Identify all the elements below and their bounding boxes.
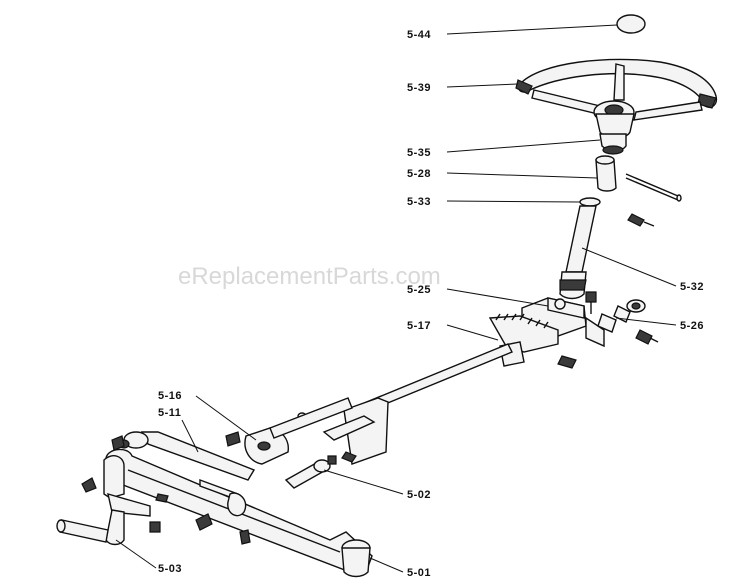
callout-5-33: 5-33	[407, 196, 581, 208]
callout-label: 5-17	[407, 320, 431, 332]
callout-5-16: 5-16	[158, 390, 257, 441]
bracket-hardware-part	[597, 299, 659, 345]
cap-part	[616, 14, 646, 34]
callout-label: 5-01	[407, 567, 431, 579]
callout-5-26: 5-26	[615, 317, 704, 332]
callout-label: 5-35	[407, 147, 431, 159]
steering-wheel-part	[515, 58, 718, 139]
callout-label: 5-33	[407, 196, 431, 208]
callout-label: 5-28	[407, 168, 431, 180]
callout-label: 5-11	[158, 407, 181, 419]
callout-5-32: 5-32	[581, 247, 704, 293]
spindle-bracket-part	[225, 397, 389, 465]
spindle-part	[56, 435, 151, 546]
callout-label: 5-39	[407, 82, 431, 94]
callout-label: 5-16	[158, 390, 182, 402]
callouts: 5-44 5-39 5-35 5-28 5-33 5-32 5-25	[115, 24, 704, 579]
callout-label: 5-26	[680, 320, 704, 332]
front-axle-part	[81, 448, 373, 578]
callout-5-11: 5-11	[158, 407, 199, 453]
callout-label: 5-32	[680, 281, 704, 293]
callout-5-39: 5-39	[407, 82, 519, 94]
drag-link-part	[118, 431, 256, 481]
callout-5-25: 5-25	[407, 284, 549, 307]
wheel-adapter-part	[599, 133, 627, 155]
shaft-collar-part	[595, 155, 682, 202]
steering-shaft-part	[559, 205, 597, 300]
callout-5-28: 5-28	[407, 168, 598, 180]
callout-label: 5-02	[407, 489, 431, 501]
parts-drawing	[56, 14, 718, 578]
callout-5-17: 5-17	[407, 320, 499, 341]
callout-label: 5-44	[407, 29, 431, 41]
callout-5-01: 5-01	[369, 557, 431, 579]
callout-5-35: 5-35	[407, 139, 601, 159]
callout-label: 5-03	[158, 563, 182, 575]
callout-5-03: 5-03	[115, 539, 182, 575]
callout-5-44: 5-44	[407, 24, 618, 41]
callout-label: 5-25	[407, 284, 431, 296]
callout-5-02: 5-02	[323, 469, 431, 501]
tie-rod-pin-part	[284, 451, 357, 489]
watermark: eReplacementParts.com	[178, 263, 441, 290]
shaft-washer-part	[579, 197, 655, 227]
